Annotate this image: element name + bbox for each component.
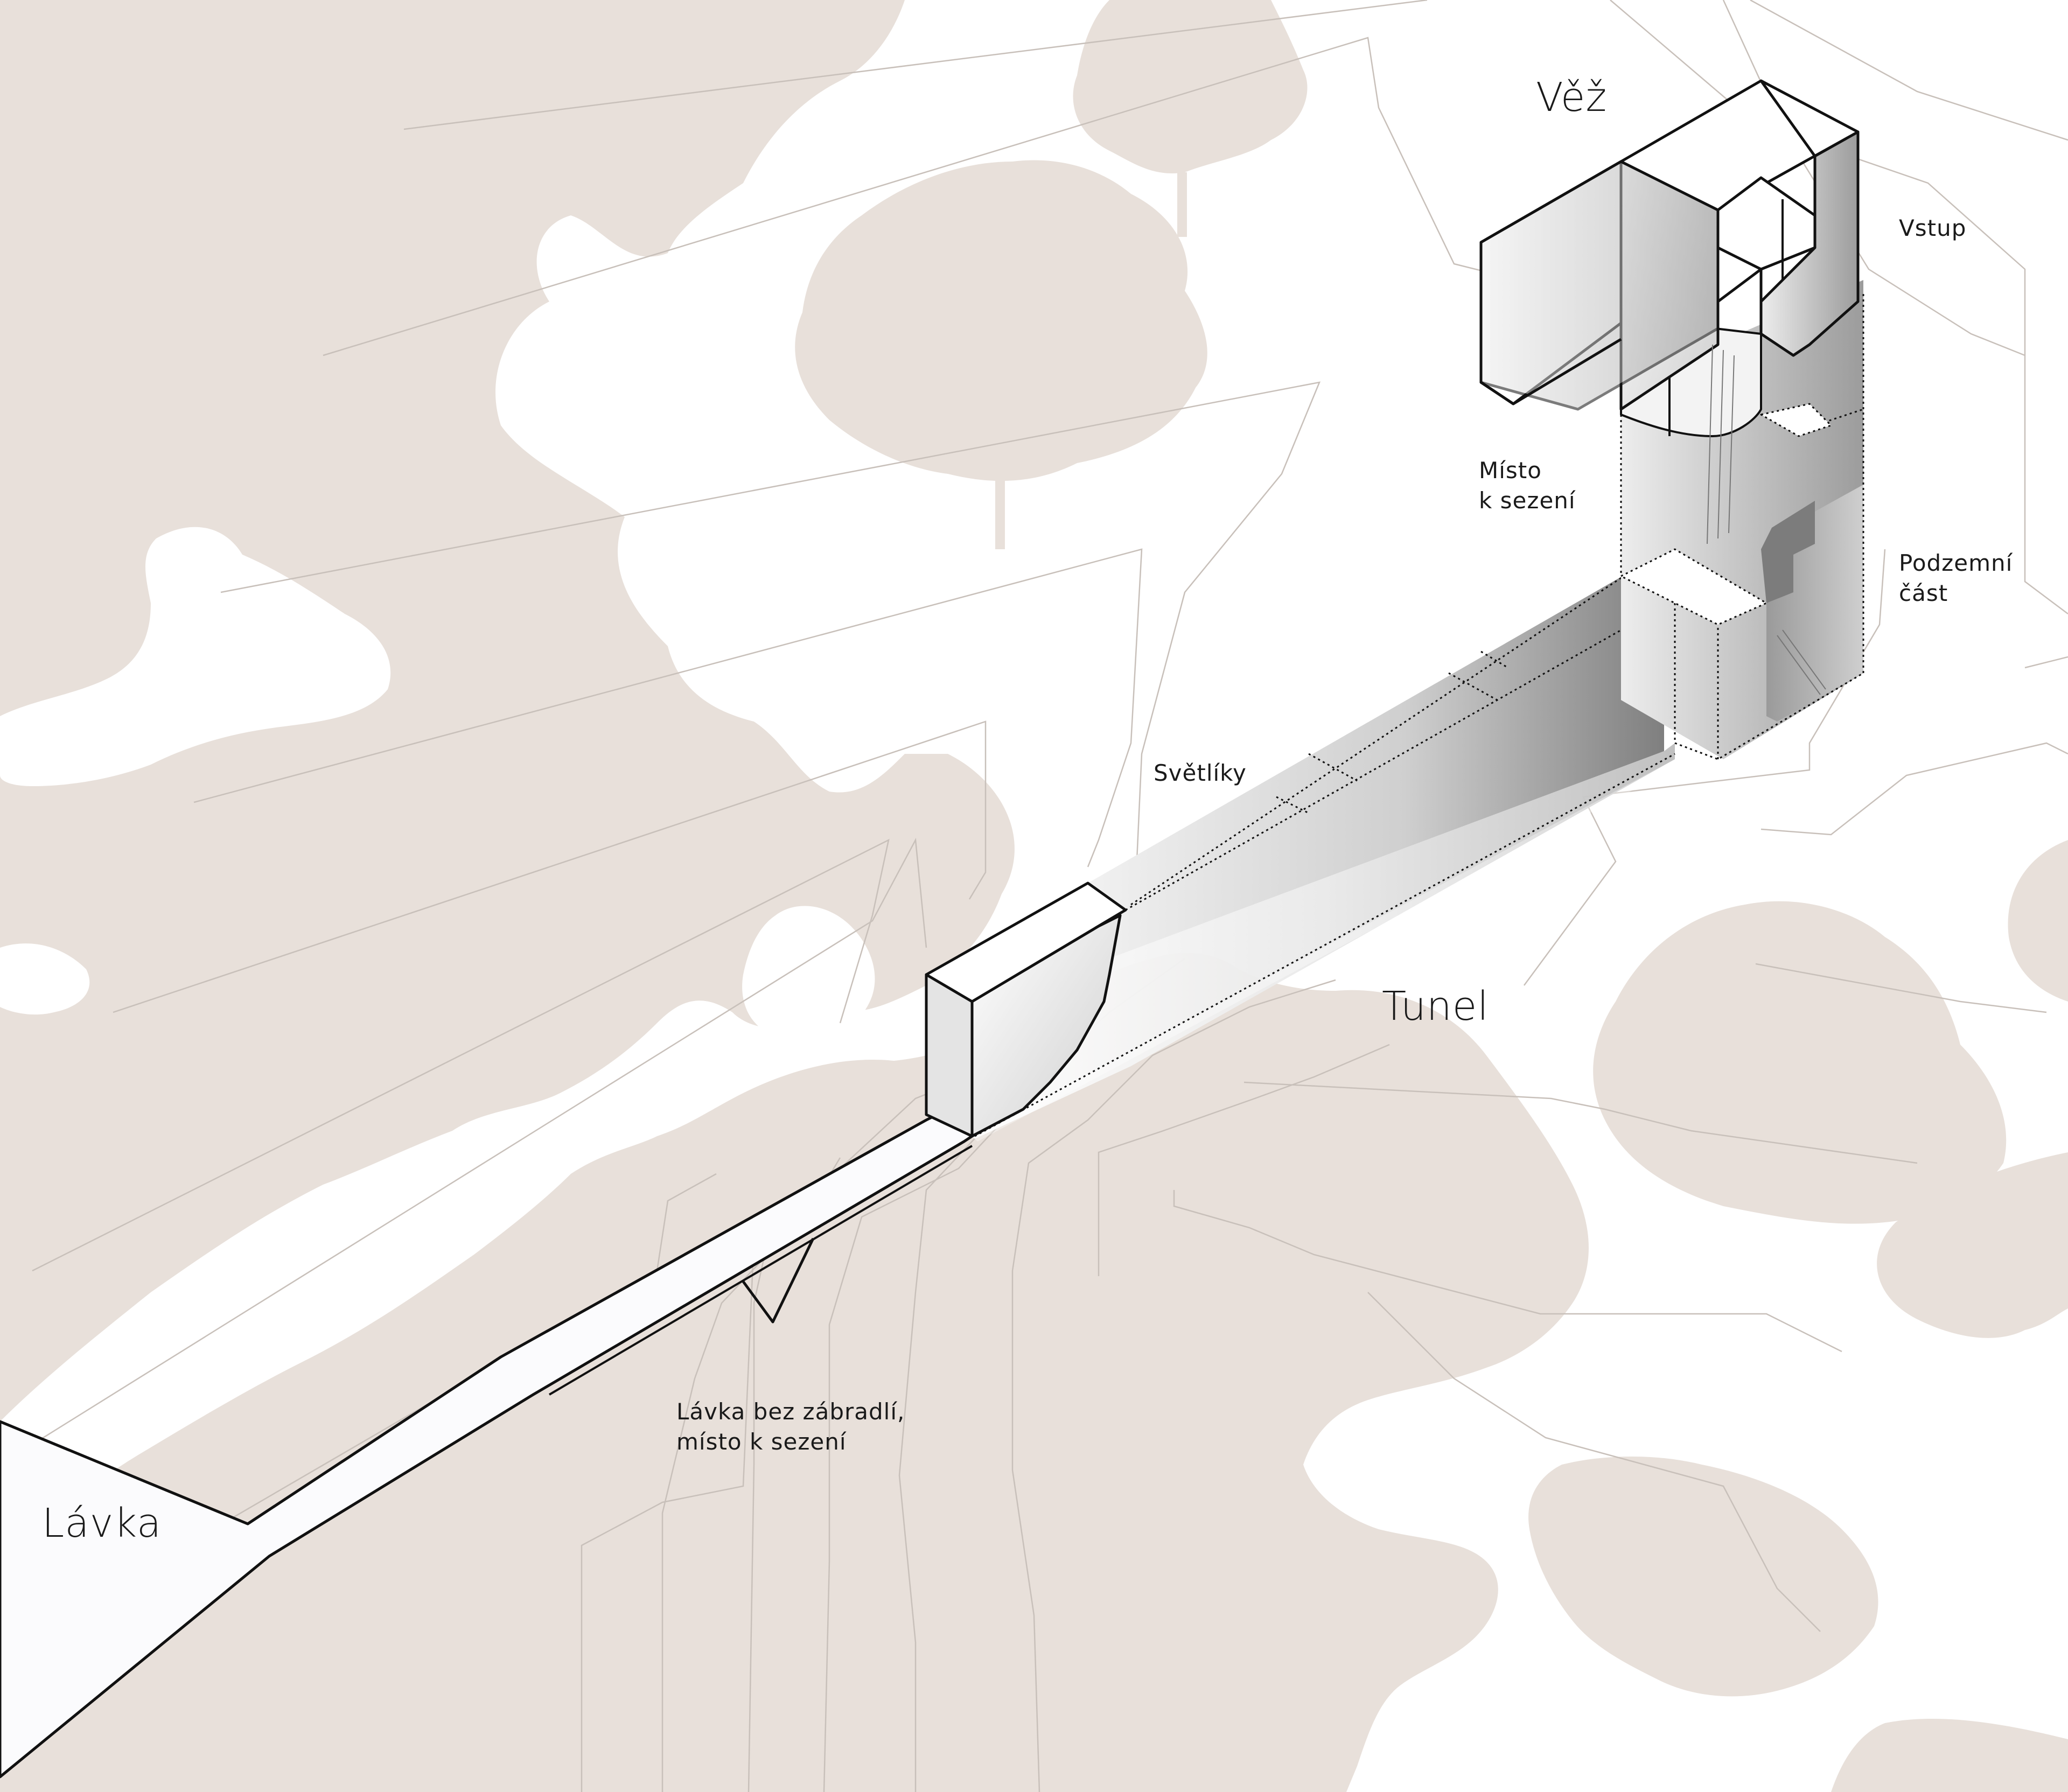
label-svetliky: Světlíky	[1154, 760, 1247, 786]
label-podzemni-line1: Podzemní	[1899, 550, 2013, 576]
tree-trunk	[1807, 1147, 1817, 1206]
contour-line	[1755, 963, 2047, 1013]
stair-line	[1728, 355, 1735, 534]
contour-line	[1243, 1081, 1918, 1164]
contour-line	[403, 0, 1428, 130]
walkway-support	[742, 1237, 815, 1324]
tunnel-bottom-edge	[974, 753, 1675, 1137]
label-misto-line2: k sezení	[1479, 487, 1576, 514]
entrance-wall	[1759, 130, 1860, 357]
walkway-edge	[0, 1140, 965, 1778]
contour-line	[1011, 979, 1336, 1792]
stair-line	[1782, 629, 1826, 690]
contour-line	[1523, 549, 1886, 986]
skylight-divider	[1308, 753, 1358, 782]
label-misto-line1: Místo	[1479, 457, 1542, 484]
contour-line	[193, 548, 1143, 867]
contour-line	[1098, 1044, 1390, 1276]
stair-line	[1707, 344, 1713, 544]
tunnel-entry-block	[925, 881, 1127, 1138]
tree-trunk	[995, 474, 1005, 549]
tower-volume	[1479, 79, 1864, 760]
contour-line	[0, 1173, 717, 1654]
contour-line	[220, 381, 1321, 873]
entry-block-top	[925, 881, 1127, 1003]
tree-canopy	[1528, 1457, 1878, 1697]
walkway-edge	[0, 1118, 927, 1525]
tunnel-floor	[972, 743, 1675, 1139]
tree-canopy	[1877, 1152, 2068, 1338]
clearing	[0, 527, 391, 786]
stair-line	[1777, 635, 1821, 695]
stair-line	[1717, 349, 1724, 539]
tree-canopy	[0, 0, 1015, 1422]
tree-trunk	[1177, 172, 1187, 237]
contour-line	[581, 1238, 755, 1792]
upper-landing	[1760, 403, 1832, 437]
tower-head-top	[1480, 79, 1860, 244]
label-lavka-note-line1: Lávka bez zábradlí,	[676, 1398, 905, 1425]
contour-line	[0, 837, 927, 1466]
clearing	[0, 943, 90, 1015]
contour-line	[1367, 1292, 1821, 1632]
clearing	[1338, 1423, 1434, 1508]
contour-line	[1750, 0, 2068, 141]
tree-canopy	[1073, 0, 1308, 173]
tree-canopy	[1831, 1718, 2068, 1792]
seating-landing	[1620, 548, 1767, 626]
stair-hatching	[1707, 344, 1826, 695]
tunel-volume	[972, 570, 1680, 1142]
contour-line	[32, 838, 890, 1272]
contour-line	[2024, 656, 2068, 669]
tunnel-top-edge	[1130, 570, 1632, 906]
contour-line	[113, 720, 987, 1013]
skylight-divider	[1276, 796, 1309, 814]
label-podzemni-line2: část	[1899, 580, 1948, 606]
contour-line	[1760, 742, 2068, 836]
label-lavka: Lávka	[42, 1500, 162, 1546]
underground-steps	[1761, 501, 1815, 603]
tower-head-edge	[1479, 242, 1622, 405]
label-tunel: Tunel	[1382, 983, 1489, 1030]
walkway-bench-edge	[548, 1145, 973, 1396]
tree-canopy	[2008, 840, 2068, 1002]
contour-line	[1173, 1190, 1842, 1353]
skylight-divider	[1448, 672, 1498, 701]
tree-canopy	[795, 160, 1207, 481]
tunnel-far-wall	[1088, 571, 1664, 958]
label-vez: Věž	[1536, 74, 1608, 121]
tunnel-top-edge	[1125, 605, 1665, 911]
tunnel-near-wall	[972, 759, 1680, 1142]
lavka-walkway	[0, 1097, 974, 1779]
entrance-edge	[1759, 80, 1817, 248]
label-vstup: Vstup	[1899, 215, 1967, 241]
clearings	[0, 527, 1434, 1508]
underground-edge	[1674, 603, 1864, 760]
entrance-edge	[1717, 268, 1763, 334]
tree-canopy	[1593, 901, 2007, 1224]
label-lavka-note-line2: místo k sezení	[676, 1429, 847, 1455]
tree-canopy	[0, 953, 1589, 1792]
